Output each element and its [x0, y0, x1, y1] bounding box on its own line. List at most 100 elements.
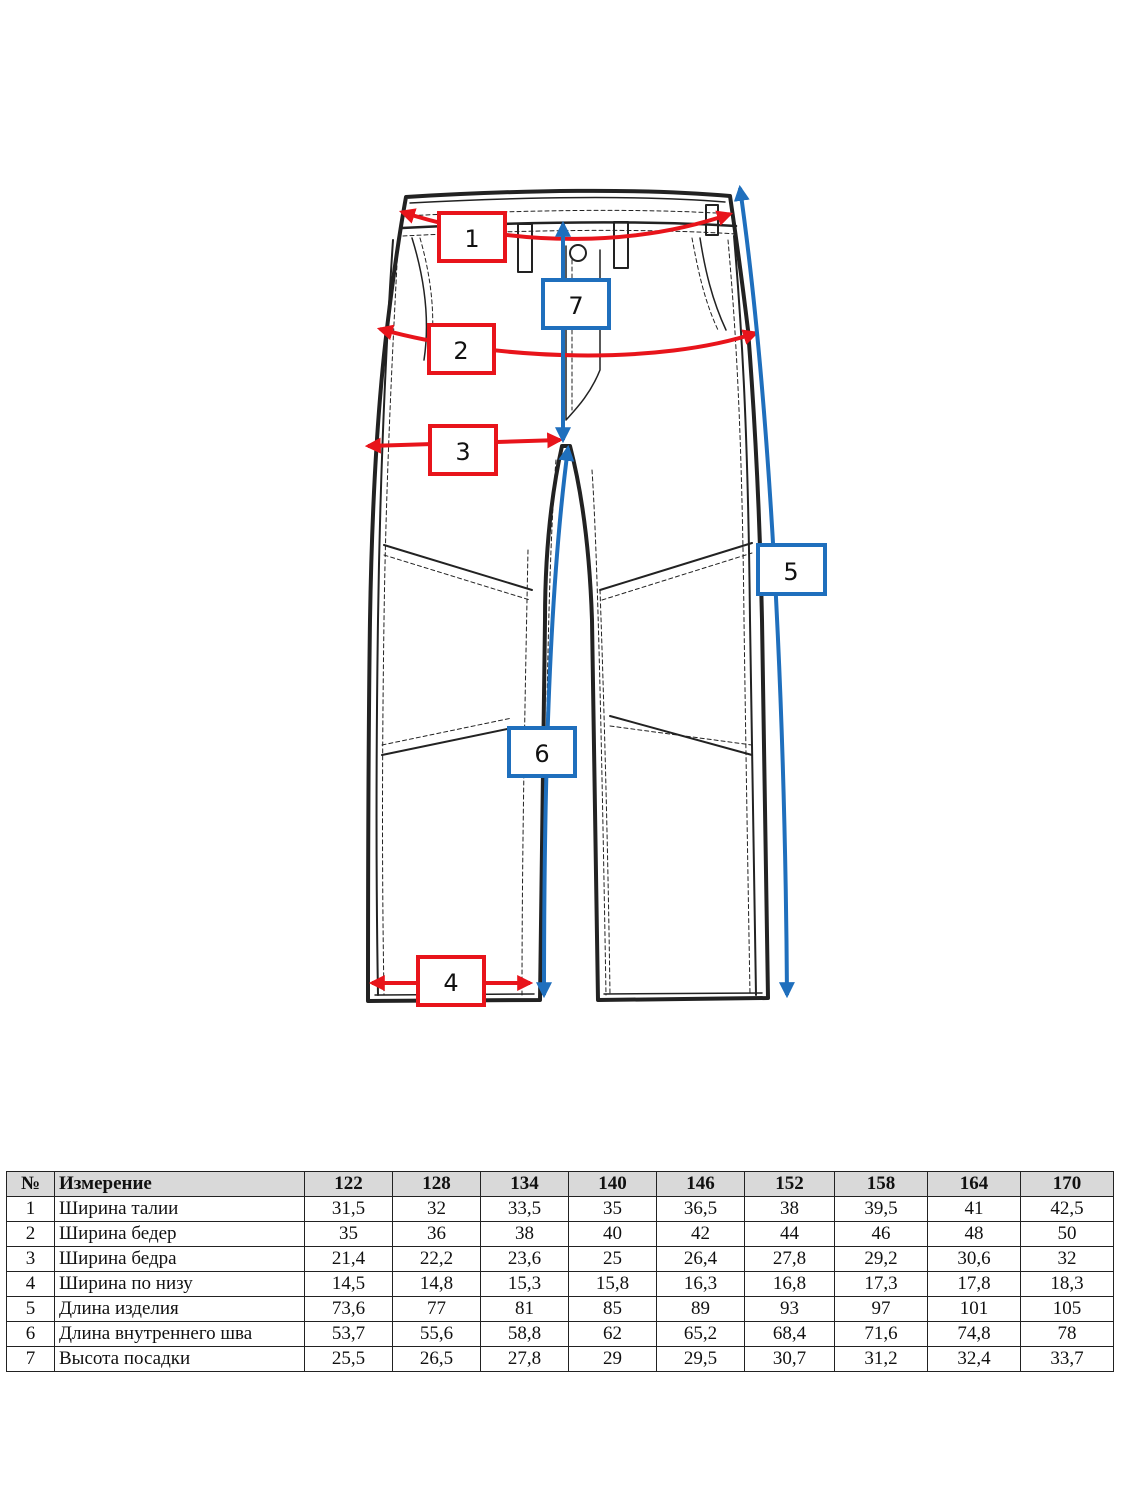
column-header: 158 — [834, 1171, 928, 1197]
row-number: 5 — [6, 1296, 55, 1322]
size-value: 30,7 — [744, 1346, 835, 1372]
label-box-1: 1 — [437, 211, 507, 263]
size-value: 16,8 — [744, 1271, 835, 1297]
size-value: 35 — [304, 1221, 393, 1247]
arrow-6-inseam — [536, 444, 575, 999]
label-box-4: 4 — [416, 955, 486, 1007]
row-number: 3 — [6, 1246, 55, 1272]
size-value: 36 — [392, 1221, 481, 1247]
label-1: 1 — [464, 225, 479, 253]
size-value: 58,8 — [480, 1321, 569, 1347]
size-value: 71,6 — [834, 1321, 928, 1347]
size-value: 53,7 — [304, 1321, 393, 1347]
label-4: 4 — [443, 969, 458, 997]
size-value: 30,6 — [927, 1246, 1021, 1272]
size-value: 42,5 — [1020, 1196, 1114, 1222]
size-value: 62 — [568, 1321, 657, 1347]
size-value: 15,3 — [480, 1271, 569, 1297]
size-value: 27,8 — [744, 1246, 835, 1272]
size-value: 68,4 — [744, 1321, 835, 1347]
size-value: 81 — [480, 1296, 569, 1322]
size-value: 42 — [656, 1221, 745, 1247]
size-value: 97 — [834, 1296, 928, 1322]
size-value: 33,7 — [1020, 1346, 1114, 1372]
size-value: 36,5 — [656, 1196, 745, 1222]
size-value: 29 — [568, 1346, 657, 1372]
size-value: 25,5 — [304, 1346, 393, 1372]
size-value: 31,2 — [834, 1346, 928, 1372]
label-6: 6 — [534, 740, 549, 768]
size-value: 16,3 — [656, 1271, 745, 1297]
label-3: 3 — [455, 438, 470, 466]
size-value: 73,6 — [304, 1296, 393, 1322]
column-header: № — [6, 1171, 55, 1197]
size-value: 23,6 — [480, 1246, 569, 1272]
size-value: 26,4 — [656, 1246, 745, 1272]
column-header: 122 — [304, 1171, 393, 1197]
column-header: 134 — [480, 1171, 569, 1197]
size-value: 41 — [927, 1196, 1021, 1222]
column-header: 128 — [392, 1171, 481, 1197]
size-value: 17,8 — [927, 1271, 1021, 1297]
label-box-6: 6 — [507, 726, 577, 778]
row-number: 4 — [6, 1271, 55, 1297]
size-value: 50 — [1020, 1221, 1114, 1247]
measurement-name: Ширина бедер — [54, 1221, 305, 1247]
size-value: 93 — [744, 1296, 835, 1322]
size-value: 65,2 — [656, 1321, 745, 1347]
size-value: 38 — [744, 1196, 835, 1222]
column-header: 170 — [1020, 1171, 1114, 1197]
size-value: 39,5 — [834, 1196, 928, 1222]
measurement-name: Ширина талии — [54, 1196, 305, 1222]
size-value: 35 — [568, 1196, 657, 1222]
column-header: Измерение — [54, 1171, 305, 1197]
size-value: 29,5 — [656, 1346, 745, 1372]
label-box-5: 5 — [756, 543, 827, 596]
size-value: 38 — [480, 1221, 569, 1247]
measurement-name: Ширина бедра — [54, 1246, 305, 1272]
size-value: 48 — [927, 1221, 1021, 1247]
label-5: 5 — [783, 558, 798, 586]
size-value: 33,5 — [480, 1196, 569, 1222]
row-number: 2 — [6, 1221, 55, 1247]
size-value: 31,5 — [304, 1196, 393, 1222]
size-value: 77 — [392, 1296, 481, 1322]
label-7: 7 — [568, 292, 583, 320]
size-value: 101 — [927, 1296, 1021, 1322]
column-header: 164 — [927, 1171, 1021, 1197]
size-value: 14,8 — [392, 1271, 481, 1297]
size-value: 32,4 — [927, 1346, 1021, 1372]
size-value: 26,5 — [392, 1346, 481, 1372]
size-value: 29,2 — [834, 1246, 928, 1272]
size-value: 55,6 — [392, 1321, 481, 1347]
size-value: 32 — [392, 1196, 481, 1222]
measurement-name: Ширина по низу — [54, 1271, 305, 1297]
label-box-3: 3 — [428, 424, 498, 476]
label-box-2: 2 — [427, 323, 496, 375]
row-number: 1 — [6, 1196, 55, 1222]
measurement-name: Высота посадки — [54, 1346, 305, 1372]
column-header: 140 — [568, 1171, 657, 1197]
size-value: 21,4 — [304, 1246, 393, 1272]
size-value: 85 — [568, 1296, 657, 1322]
size-value: 17,3 — [834, 1271, 928, 1297]
measurement-name: Длина внутреннего шва — [54, 1321, 305, 1347]
measurement-name: Длина изделия — [54, 1296, 305, 1322]
size-value: 40 — [568, 1221, 657, 1247]
size-value: 14,5 — [304, 1271, 393, 1297]
size-value: 74,8 — [927, 1321, 1021, 1347]
label-2: 2 — [453, 337, 468, 365]
size-value: 78 — [1020, 1321, 1114, 1347]
size-value: 22,2 — [392, 1246, 481, 1272]
